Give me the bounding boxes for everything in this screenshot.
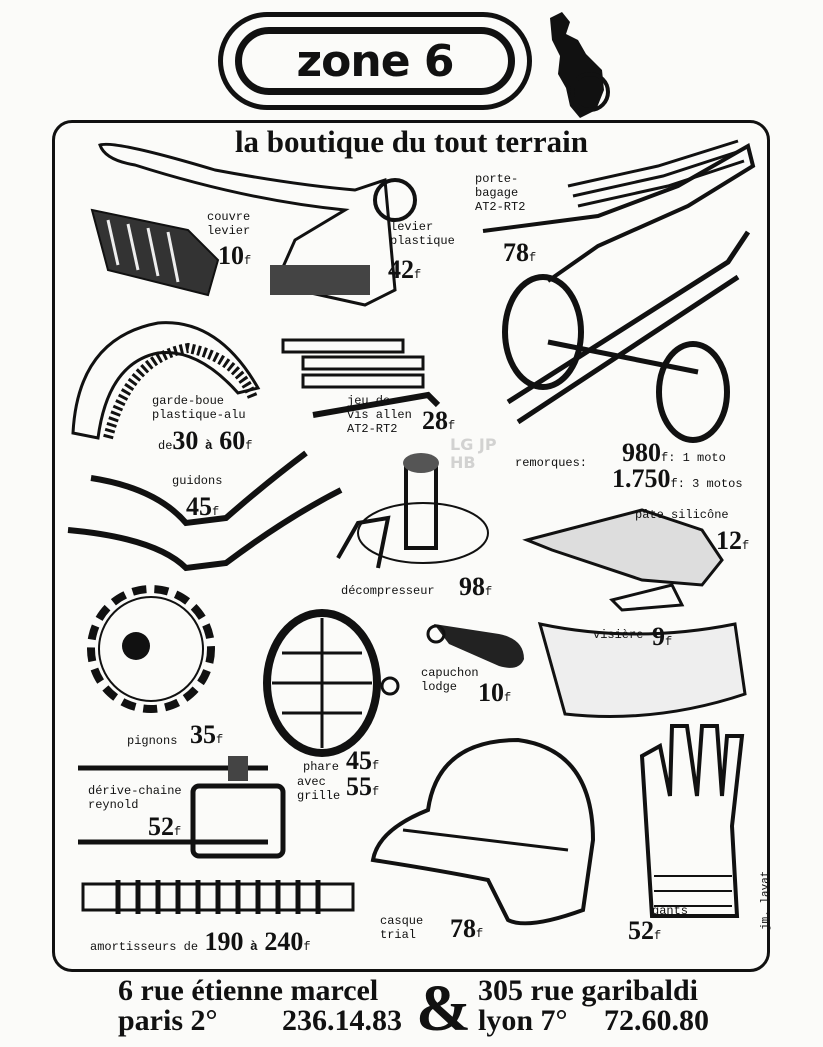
pate-silicone-price: 12f [716, 526, 750, 555]
gants-illustration [639, 724, 745, 918]
guidons-label: guidons [172, 474, 223, 488]
casque-illustration [370, 737, 596, 926]
logo-inner-ring: zone 6 [235, 27, 515, 95]
capuchon-price: 10f [478, 678, 512, 707]
logo-text: zone 6 [296, 35, 455, 87]
capuchon-illustration [426, 624, 524, 668]
levier-illustration [98, 142, 417, 307]
couvre-levier-label: couvre levier [207, 210, 251, 238]
gants-label: gants [652, 904, 689, 918]
lyon-city: lyon 7° [478, 1004, 568, 1037]
visiere-label: visière [593, 628, 644, 642]
levier-plastique-price: 42f [388, 255, 422, 284]
catalog-heading: la boutique du tout terrain [234, 124, 589, 159]
garde-boue-label: garde-boue plastique-alu [152, 394, 246, 422]
pignons-label: pignons [127, 734, 178, 748]
phare-grille-price: 55f [346, 772, 380, 801]
garde-boue-illustration [71, 321, 261, 440]
porte-bagage-illustration [482, 139, 756, 283]
zone6-logo: zone 6 [218, 12, 532, 110]
pate-silicone-label: pâte silicône [635, 508, 729, 522]
visiere-illustration [537, 622, 747, 718]
casque-price: 78f [450, 914, 484, 943]
phare-grille-label: avec grille [297, 775, 341, 803]
ampersand: & [416, 972, 471, 1045]
vis-allen-illustration [281, 338, 441, 418]
amortisseurs-price: amortisseurs de 190 à 240f [90, 927, 311, 956]
decompresseur-illustration [336, 453, 489, 569]
derive-chaine-label: dérive-chaine reynold [88, 784, 182, 812]
artist-signature: jm. lavat [760, 870, 772, 930]
pignons-price: 35f [190, 720, 224, 749]
paris-address: 6 rue étienne marcel [118, 974, 379, 1007]
casque-label: casque trial [380, 914, 424, 942]
watermark-stamp: LG JP HB [450, 436, 506, 472]
lyon-address: 305 rue garibaldi [478, 974, 699, 1007]
remorques-price-2: 1.750f: 3 motos [612, 464, 743, 493]
remorques-price-1: 980f: 1 moto [622, 438, 726, 467]
phare-illustration [263, 609, 400, 757]
phare-price: 45f [346, 746, 380, 775]
remorque-illustration [502, 230, 751, 443]
paris-phone: 236.14.83 [282, 1004, 402, 1037]
amortisseurs-label: amortisseurs de [90, 940, 199, 954]
pignon-illustration [87, 585, 215, 713]
decompresseur-price: 98f [459, 572, 493, 601]
jeu-de-vis-price: 28f [422, 406, 456, 435]
remorques-label: remorques: [515, 456, 588, 470]
derive-chaine-price: 52f [148, 812, 182, 841]
motocross-rider-icon [550, 12, 610, 118]
capuchon-label: capuchon lodge [421, 666, 479, 694]
phare-label: phare [303, 760, 340, 774]
watermark-text: LG JP HB [450, 435, 497, 472]
porte-bagage-price: 78f [503, 238, 537, 267]
amortisseur-illustration [81, 880, 355, 914]
paris-city: paris 2° [118, 1004, 218, 1037]
visiere-price: 9f [652, 622, 673, 651]
levier-plastique-label: levier plastique [390, 220, 455, 248]
pate-silicone-illustration [522, 508, 724, 612]
lyon-phone: 72.60.80 [604, 1004, 709, 1037]
guidons-illustration [67, 450, 343, 572]
catalog-frame [52, 120, 770, 972]
couvre-levier-illustration [90, 208, 220, 297]
guidons-price: 45f [186, 492, 220, 521]
couvre-levier-price: 10f [218, 241, 252, 270]
jeu-de-vis-label: jeu de vis allen AT2-RT2 [347, 394, 412, 436]
gants-price: 52f [628, 916, 662, 945]
porte-bagage-label: porte- bagage AT2-RT2 [475, 172, 526, 214]
derive-chaine-illustration [78, 756, 286, 859]
garde-boue-price: de30 à 60f [158, 426, 253, 455]
decompresseur-label: décompresseur [341, 584, 435, 598]
